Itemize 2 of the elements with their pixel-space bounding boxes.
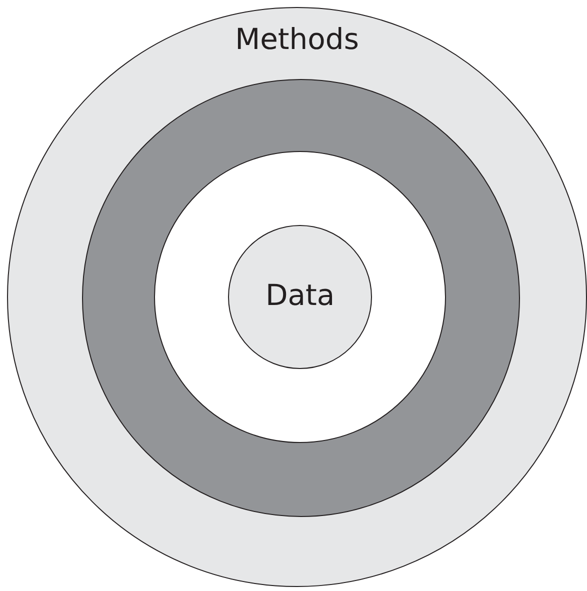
circle-label: Methods — [234, 22, 360, 56]
circle-label: Data — [264, 278, 336, 312]
